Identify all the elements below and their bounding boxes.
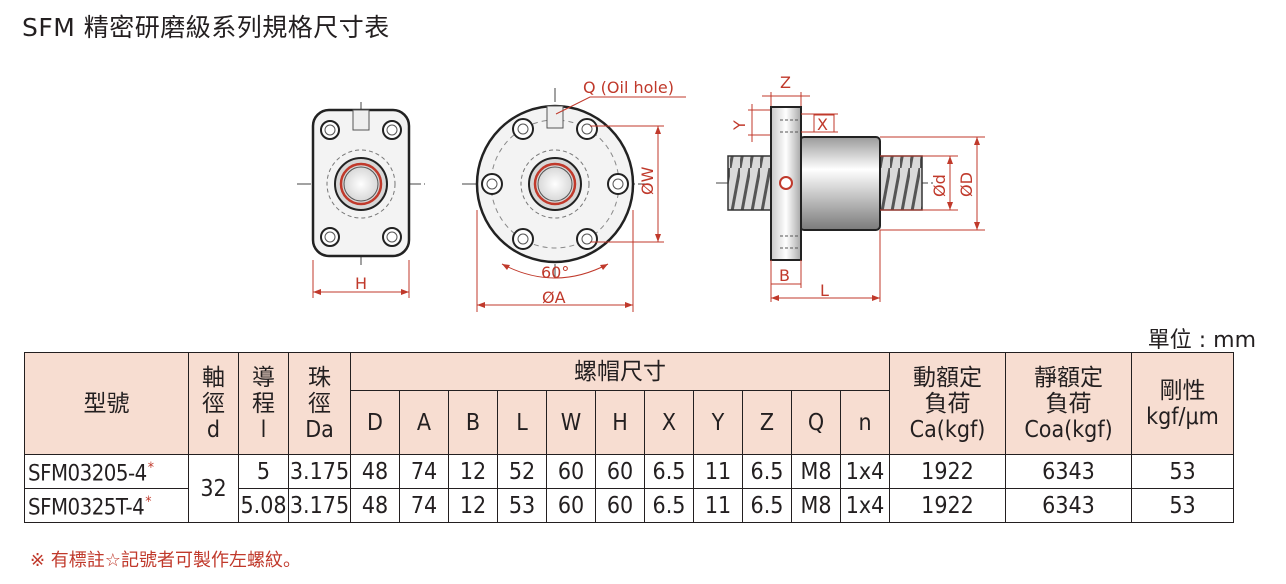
lead-cell: 5.08 [238,488,289,523]
header-col-Y: Y [693,390,743,455]
dim-A-cell: 74 [399,454,449,489]
header-col-H: H [595,390,645,455]
dim-D-cell: 48 [350,488,400,523]
a-dim-label: ØA [542,288,566,307]
dim-Z-cell: 6.5 [742,488,792,523]
header-col-Q: Q [791,390,841,455]
x-dim-label: X [817,115,828,134]
shaft-diameter-cell: 32 [188,454,239,523]
lead-cell: 5 [238,454,289,489]
dynamic-load-cell: 1922 [889,454,1006,489]
header-col-D: D [350,390,400,455]
header-col-Z: Z [742,390,792,455]
header-col-L: L [497,390,547,455]
static-load-cell: 6343 [1005,488,1132,523]
ball-cell: 3.175 [288,488,351,523]
row-model-cell: SFM0325T-4* [24,488,189,523]
table-row: SFM03205-4* 32 5 3.175 48 74 12 52 60 60… [24,454,1234,523]
d-big-dim-label: ØD [957,172,976,197]
table-row: SFM0325T-4* 5.08 3.175 48 74 12 53 60 60… [24,488,1234,523]
front-view-square [297,102,425,298]
header-model: 型號 [24,352,189,455]
left-thread-star-icon: * [145,494,151,511]
dimension-drawing: Q (Oil hole) 60° ØA H Z X B L ØW Y Ød ØD [297,73,985,312]
row-model-cell: SFM03205-4* [24,454,189,489]
y-dim-label: Y [730,120,749,131]
header-col-X: X [644,390,694,455]
stiffness-cell: 53 [1131,488,1234,523]
header-col-n: n [840,390,890,455]
dim-Z-cell: 6.5 [742,454,792,489]
w-dim-label: ØW [638,166,657,195]
dim-W-cell: 60 [546,488,596,523]
static-load-cell: 6343 [1005,454,1132,489]
table-subheader-row: D A B L W H X Y Z Q n [25,390,1234,455]
h-dim-label: H [355,274,367,293]
dim-L-cell: 52 [497,454,547,489]
dim-B-cell: 12 [448,488,498,523]
header-nut-dims: 螺帽尺寸 [350,352,890,391]
l-dim-label: L [820,281,829,300]
dim-W-cell: 60 [546,454,596,489]
header-col-A: A [399,390,449,455]
side-view [716,92,985,302]
dim-H-cell: 60 [595,488,645,523]
dim-X-cell: 6.5 [644,454,694,489]
header-col-W: W [546,390,596,455]
dim-Y-cell: 11 [693,454,743,489]
stiffness-cell: 53 [1131,454,1234,489]
ball-cell: 3.175 [288,454,351,489]
b-dim-label: B [779,266,790,285]
dim-D-cell: 48 [350,454,400,489]
front-view-round [462,88,686,312]
left-thread-note: ※ 有標註☆記號者可製作左螺紋。 [30,550,301,571]
left-thread-star-icon: * [147,460,154,477]
dim-H-cell: 60 [595,454,645,489]
dim-Q-cell: M8 [791,488,841,523]
z-dim-label: Z [780,73,791,92]
dim-n-cell: 1x4 [840,488,890,523]
dim-X-cell: 6.5 [644,488,694,523]
dim-n-cell: 1x4 [840,454,890,489]
header-col-B: B [448,390,498,455]
dim-L-cell: 53 [497,488,547,523]
dynamic-load-cell: 1922 [889,488,1006,523]
page-title: SFM 精密研磨級系列規格尺寸表 [22,13,390,42]
dim-B-cell: 12 [448,454,498,489]
d-small-dim-label: Ød [930,174,949,197]
angle-label: 60° [541,263,569,282]
dim-Y-cell: 11 [693,488,743,523]
unit-label: 單位 : mm [1147,328,1256,353]
oil-hole-label: Q (Oil hole) [583,78,674,97]
dim-Q-cell: M8 [791,454,841,489]
dim-A-cell: 74 [399,488,449,523]
